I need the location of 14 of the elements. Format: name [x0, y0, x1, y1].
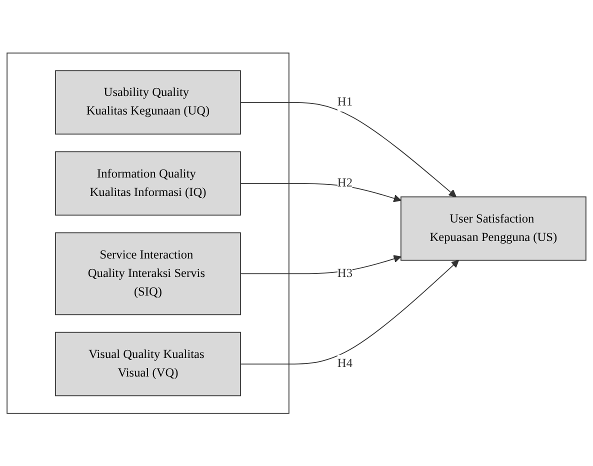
node-box: Information Quality Kualitas Informasi (IQ)	[55, 151, 241, 216]
node-box: Usability Quality Kualitas Kegunaan (UQ)	[55, 70, 241, 134]
edge-label: H2	[337, 176, 352, 190]
arrow	[240, 260, 460, 364]
cluster	[6, 52, 290, 414]
arrow	[240, 182, 402, 202]
edge-label: H1	[337, 96, 352, 109]
arrow	[240, 102, 456, 198]
edge-label: H4	[337, 357, 352, 370]
edge-label: H3	[337, 266, 352, 280]
arrow	[240, 254, 402, 274]
node-box: User Satisfaction Kepuasan Pengguna (US)	[400, 196, 586, 261]
node-box: Service Interaction Quality Interaksi Servis (SIQ)	[55, 232, 241, 315]
node-box: Visual Quality Kualitas Visual (VQ)	[55, 332, 241, 396]
